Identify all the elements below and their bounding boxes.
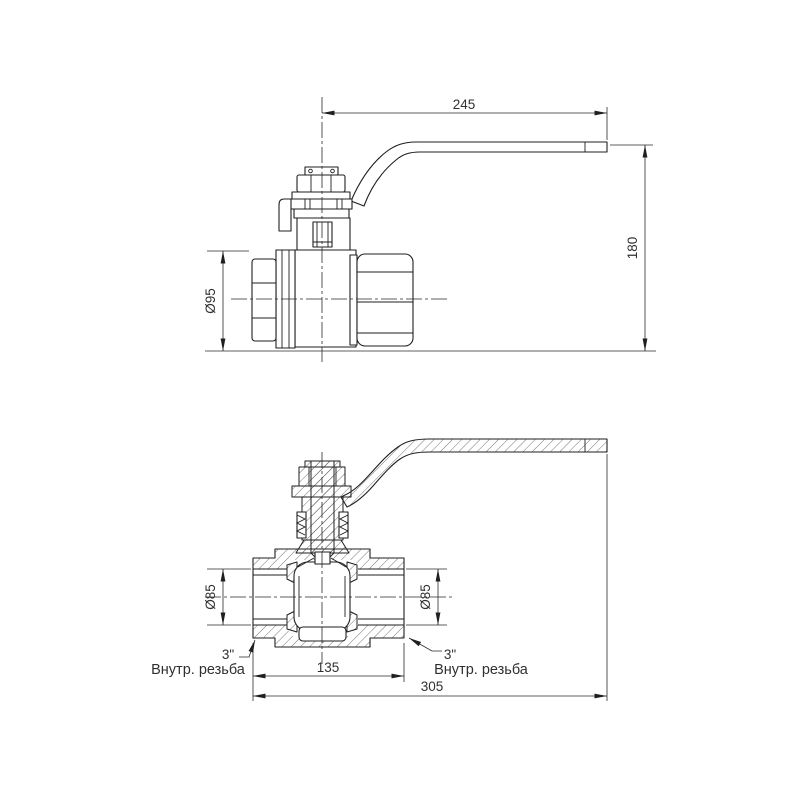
vent-detail <box>312 221 333 248</box>
thread-size-right: 3" <box>444 647 457 662</box>
stem-nut <box>296 174 346 193</box>
section-view: Ø85 Ø85 135 305 3" Внутр. резьба <box>151 438 608 701</box>
cap-detail-left <box>308 168 313 174</box>
dim-135-label: 135 <box>317 660 340 675</box>
dim-85-right-label: Ø85 <box>418 584 433 610</box>
ball-top-chamfer <box>330 557 347 568</box>
dim-95-label: Ø95 <box>203 288 218 314</box>
wall-hatch-bottom-right <box>341 625 404 647</box>
stem-cap <box>304 166 339 176</box>
thread-lines <box>253 568 404 626</box>
spring-right <box>338 514 350 536</box>
wall-hatch-top-left <box>253 549 304 569</box>
hex-coupling-nut <box>356 253 414 347</box>
dimension-port-diameter-left: Ø85 <box>203 568 251 626</box>
spring-left <box>295 514 307 536</box>
dimension-port-diameter-right: Ø85 <box>406 568 447 626</box>
dim-180-label: 180 <box>625 237 640 260</box>
dimension-body-diameter: Ø95 <box>203 250 249 351</box>
stop-bracket <box>278 198 292 232</box>
hex-end-cap <box>251 258 277 342</box>
thread-size-left: 3" <box>222 647 235 662</box>
bottom-seat-ring <box>298 626 347 642</box>
mount-plate-lower <box>293 208 350 219</box>
dim-305-label: 305 <box>421 679 444 694</box>
dimension-handle-length: 245 <box>322 97 608 140</box>
handle <box>350 141 608 207</box>
handle-section-hatch <box>341 439 607 507</box>
stem-washer <box>291 191 351 200</box>
wall-hatch-bottom-left <box>253 625 304 647</box>
dimension-total-length: 305 <box>253 454 608 701</box>
stem-slot <box>314 551 331 565</box>
dimension-height: 180 <box>205 144 656 352</box>
dimension-port-to-port: 135 <box>252 643 405 701</box>
dim-245-label: 245 <box>453 97 476 112</box>
thread-callout-left: 3" Внутр. резьба <box>151 639 256 678</box>
body-junction <box>349 254 358 346</box>
wall-hatch-top-right <box>341 549 404 569</box>
ball-top-chamfer <box>297 557 315 568</box>
thread-callout-right: 3" Внутр. резьба <box>408 637 529 678</box>
dim-85-left-label: Ø85 <box>203 584 218 610</box>
stem-section <box>310 460 335 554</box>
thread-label-right: Внутр. резьба <box>434 662 529 678</box>
side-view: 245 180 Ø95 <box>203 97 656 362</box>
valve-body <box>294 249 357 348</box>
thread-label-left: Внутр. резьба <box>151 662 246 678</box>
cap-detail-right <box>330 168 335 174</box>
